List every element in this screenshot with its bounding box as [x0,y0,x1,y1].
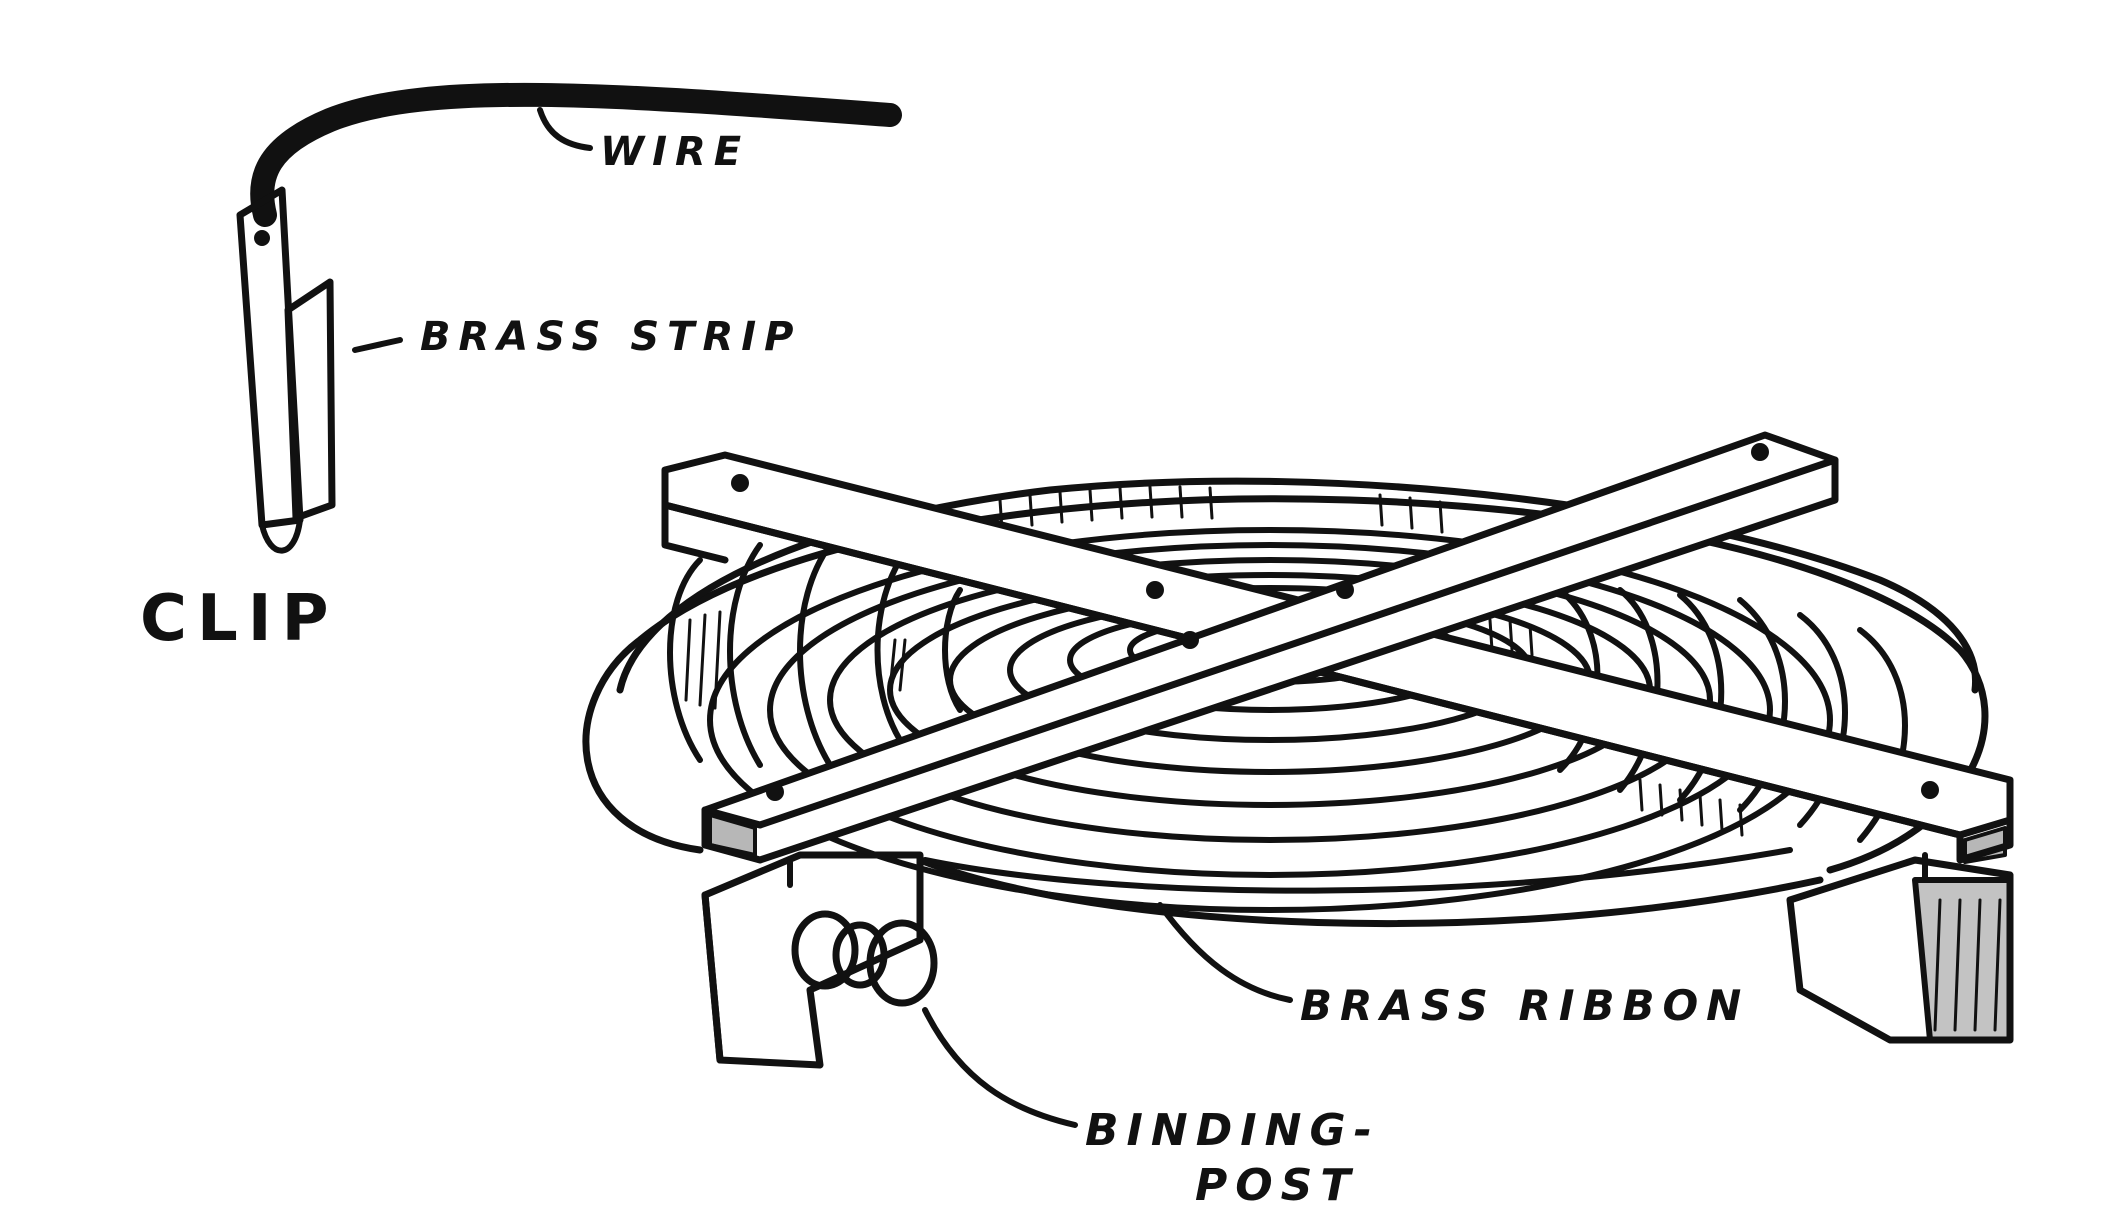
wire [250,82,902,227]
ribbon-front-band-top [922,847,1793,894]
brass-strip-leader [352,337,403,353]
coil-edges-left [667,542,963,768]
label-binding-post-line1: BINDING- [1085,1105,1380,1156]
base-block-left [701,851,924,1069]
clip-drawing [236,82,902,554]
label-brass-ribbon: BRASS RIBBON [1300,981,1749,1030]
label-clip: CLIP [140,582,338,656]
brass-strip [284,278,336,522]
coil-hatching-back [998,485,1444,534]
label-binding-post-line2: POST [1195,1160,1358,1211]
clip-rivet [254,230,270,246]
ribbon-outer-band-top [616,477,1980,694]
binding-post [791,910,938,1007]
coil-hatching-left [684,610,907,710]
clip-fold [259,517,303,554]
wire-leader [537,107,593,151]
base-block-left-front [701,891,724,1064]
label-wire: WIRE [600,129,749,175]
base-block-right-hatching [1933,898,2002,1032]
coil-assembly [582,431,2014,1128]
crossbar-lower-left-to-upper-right [701,431,1839,864]
brass-ribbon-leader [1157,902,1293,1003]
ribbon-outer-band [582,495,1989,874]
coil-hatching-right [1488,618,1744,837]
label-brass-strip: BRASS STRIP [420,314,801,360]
crossbar-pins [787,852,1928,888]
binding-post-leader [922,1007,1078,1128]
